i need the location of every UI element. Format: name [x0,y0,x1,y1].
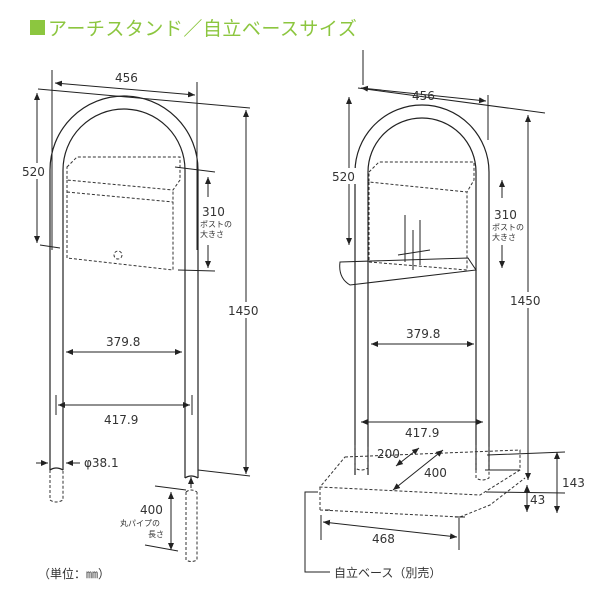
dim-post-size: 310 [494,208,517,222]
arch-inner [62,108,186,478]
dim-total-height: 1450 [228,304,259,318]
pipe-length-label: 丸パイプの [120,518,160,528]
section-title: アーチスタンド／自立ベースサイズ [30,14,357,41]
dim-width: 456 [115,71,138,85]
mounting-bracket [339,257,477,286]
post-size-label: ポストの [200,220,232,229]
unit-label: （単位：㎜） [38,566,110,581]
loose-pipe [185,489,198,562]
dim-base-height: 43 [530,493,545,507]
dim-post-size: 310 [202,205,225,219]
mailbox-lock-icon [113,250,123,260]
dim-base-depth-inner: 200 [377,447,400,461]
pipe-length-label: 長さ [148,530,164,539]
dim-total-height: 1450 [510,294,541,308]
mailbox-outline [66,156,181,271]
dim-outer-width: 417.9 [405,426,439,440]
base-outline [318,449,526,518]
post-size-label: 大きさ [200,229,224,239]
post-size-label: ポストの [492,223,524,232]
title-square-icon [30,20,45,35]
dim-pipe-length: 400 [140,503,163,517]
dim-arch-height: 520 [332,170,355,184]
dim-inner-width: 379.8 [406,327,440,341]
dim-base-width: 468 [372,532,395,546]
title-text: アーチスタンド／自立ベースサイズ [48,18,358,40]
dim-outer-width: 417.9 [104,413,138,427]
buried-pipe-left [49,470,64,503]
dim-width: 456 [412,89,435,103]
dim-arch-height: 520 [22,165,45,179]
base-stand-figure: 456 520 310 ポストの 大きさ 1450 379.8 417.9 20… [304,50,585,580]
post-size-label: 大きさ [492,232,516,242]
dim-base-depth: 400 [424,466,447,480]
dim-pipe-diameter: φ38.1 [84,456,119,470]
dim-inner-width: 379.8 [106,335,140,349]
dim-base-total-height: 143 [562,476,585,490]
arch-stand-figure: 456 520 310 ポストの 大きさ 1450 379.8 417.9 φ3… [20,70,262,581]
base-label: 自立ベース（別売） [334,565,441,580]
